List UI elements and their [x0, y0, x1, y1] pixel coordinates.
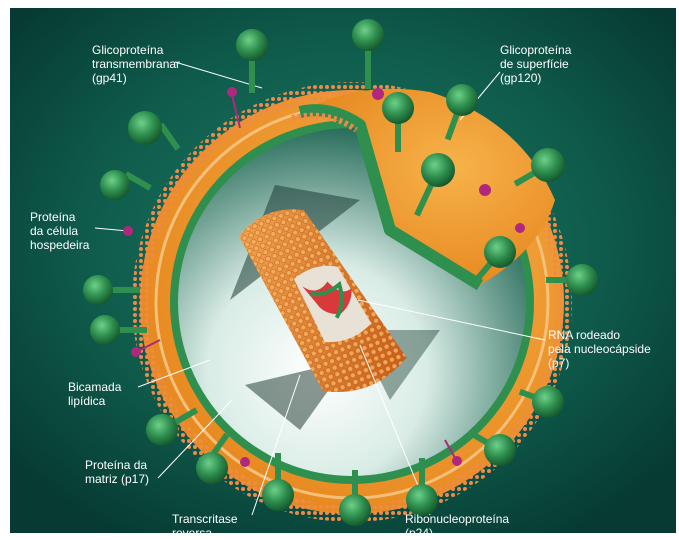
label-gp41: Glicoproteína transmembranar (gp41)	[92, 43, 180, 85]
label-matrix-protein: Proteína da matriz (p17)	[85, 458, 149, 486]
label-ribonucleoprotein: Ribonucleoproteína (p24)	[405, 512, 509, 540]
label-gp120: Glicoproteína de superfície (gp120)	[500, 43, 571, 85]
label-lipid-bilayer: Bicamada lipídica	[68, 380, 121, 408]
label-reverse-transcriptase: Transcritase reversa	[172, 512, 238, 540]
label-rna-nucleocapsid: RNA rodeado pela nucleocápside (p7)	[548, 328, 651, 370]
label-host-cell-protein: Proteína da célula hospedeira	[30, 210, 89, 252]
